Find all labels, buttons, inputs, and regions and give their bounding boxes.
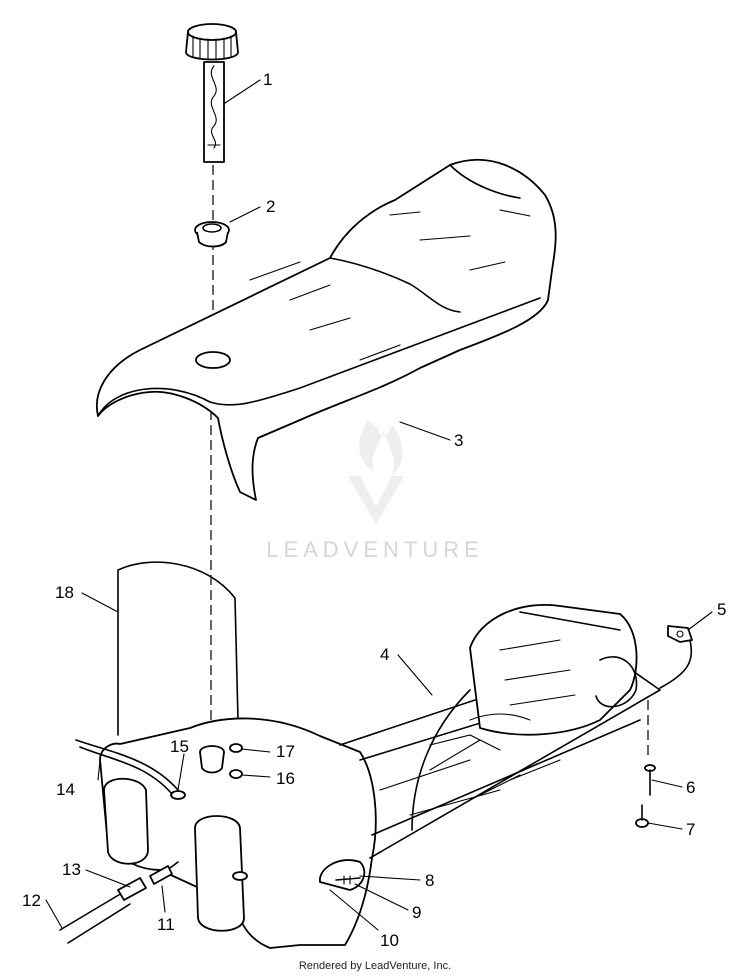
part-grommet	[194, 221, 230, 248]
part-mount-stud	[644, 700, 656, 796]
callout-9: 9	[412, 903, 421, 922]
callout-1: 1	[263, 70, 272, 89]
part-tank-hose-edge	[79, 746, 173, 795]
footer-credit: Rendered by LeadVenture, Inc.	[298, 960, 452, 972]
part-seat	[96, 159, 557, 501]
callout-12: 12	[22, 891, 41, 910]
part-fuel-tank	[99, 604, 661, 949]
part-drain-fitting	[319, 859, 366, 891]
callout-14: 14	[56, 780, 75, 799]
callout-15: 15	[170, 737, 189, 756]
leader-lines	[45, 79, 713, 931]
callout-17: 17	[276, 742, 295, 761]
callout-5: 5	[717, 600, 726, 619]
part-mount-screw	[635, 804, 649, 828]
part-cover-sheet	[117, 561, 239, 736]
part-fuel-line	[59, 861, 179, 944]
callout-4: 4	[380, 645, 389, 664]
callout-7: 7	[686, 820, 695, 839]
callout-8: 8	[425, 871, 434, 890]
callout-10: 10	[380, 931, 399, 950]
part-fuel-cap	[185, 23, 239, 163]
part-vent-hose	[411, 689, 471, 831]
callout-18: 18	[55, 583, 74, 602]
callout-16: 16	[276, 769, 295, 788]
callout-3: 3	[454, 431, 463, 450]
callout-11: 11	[157, 915, 175, 934]
callout-13: 13	[62, 860, 81, 879]
part-tank-hose	[75, 739, 179, 791]
watermark-text: LEADVENTURE	[266, 537, 484, 562]
callout-6: 6	[686, 778, 695, 797]
part-bracket	[659, 625, 693, 689]
callout-2: 2	[266, 197, 275, 216]
watermark-logo-icon	[348, 420, 404, 524]
